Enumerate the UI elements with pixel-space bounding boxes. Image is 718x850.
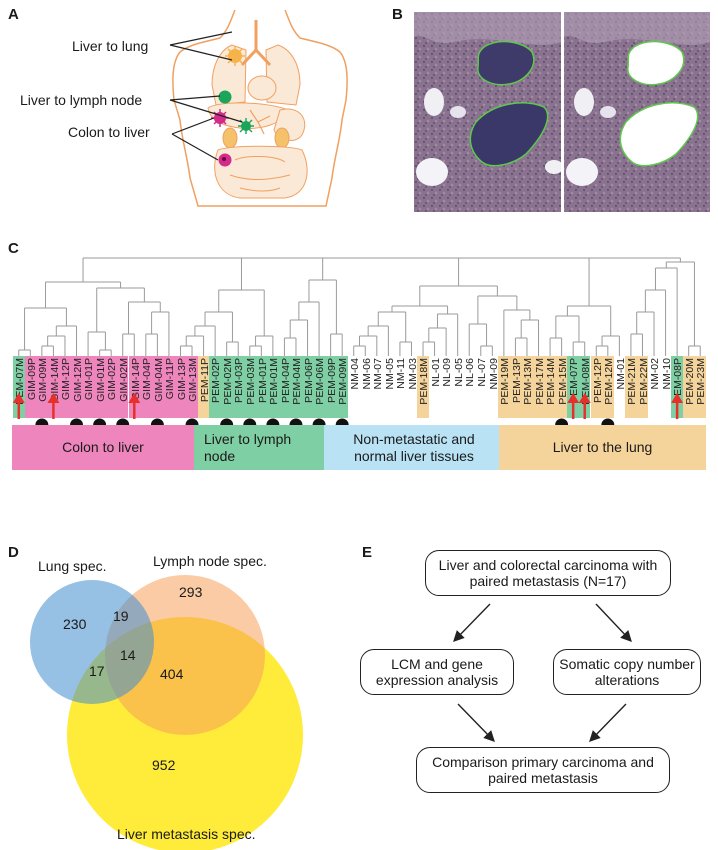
sample-gim-11p: GIM-11P [163,356,176,418]
colon-tumor-icon [218,153,232,167]
venn-circle-lung [30,580,154,704]
sample-pem-01p: PEM-01P [255,356,269,418]
lung-tumor-icon [225,46,245,66]
flow-box-cnv: Somatic copy number alterations [553,649,701,695]
sample-pem-11p: PEM-11P [197,356,211,418]
venn-count-lung-only: 230 [63,616,87,632]
sample-pem-12p: PEM-12P [590,356,604,418]
histology-left-image [414,12,563,212]
panel-a-letter: A [8,6,19,23]
dendrogram [18,257,701,356]
venn-count-lung-liver: 17 [89,663,105,679]
lymph-tumor-icon [218,90,232,104]
group-label: Non-metastatic and normal liver tissues [353,430,475,464]
sample-gim-09m: GIM-09M [36,356,49,418]
sample-pem-17m: PEM-17M [532,356,546,418]
flow-arrow-1 [453,603,491,643]
sample-pem-07m: PEM-07M [13,356,26,418]
sample-pem-09p: PEM-09P [324,356,338,418]
body-illustration [169,10,348,207]
sample-gim-12m: GIM-12M [70,356,84,418]
sample-pem-06m: PEM-06M [313,356,326,418]
sample-pem-09m: PEM-09M [336,356,349,418]
sample-gim-13m: GIM-13M [186,356,199,418]
panel-b-letter: B [392,6,403,23]
sample-gim-04p: GIM-04P [140,356,153,418]
sample-pem-13p: PEM-13P [509,356,523,418]
sample-pem-02m: PEM-02M [220,356,234,418]
flow-arrow-2 [595,603,632,643]
sample-gim-14m: GIM-14M [47,356,61,418]
flow-arrow-4 [589,703,627,743]
sample-gim-04m: GIM-04M [151,356,165,418]
sample-pem-18m: PEM-18M [417,356,430,418]
sample-gim-12p: GIM-12P [59,356,72,418]
sample-pem-04p: PEM-04P [278,356,292,418]
sample-pem-08p: PEM-08P [671,356,684,418]
liver-tumor-icon [211,109,229,127]
label-liver-to-lymph-node: Liver to lymph node [20,92,143,108]
venn-label-liver: Liver metastasis spec. [117,826,256,842]
panel-d-letter: D [8,544,19,561]
sample-pem-22m: PEM-22M [636,356,650,418]
marker-arrow-icon [567,393,580,419]
flow-arrows [453,603,632,743]
sample-gim-01p: GIM-01P [82,356,95,418]
sample-pem-19m: PEM-19M [498,356,511,418]
group-non-metastatic-and-normal-liver-tissues: Non-metastatic and normal liver tissues [324,425,499,470]
panel-e-letter: E [362,544,373,561]
sample-pem-12m: PEM-12M [602,356,615,418]
sample-pem-08m: PEM-08M [578,356,592,418]
venn-count-lymph-only: 293 [179,584,203,600]
sample-pem-01m: PEM-01M [267,356,280,418]
sample-pem-06p: PEM-06P [301,356,315,418]
label-colon-to-liver: Colon to liver [68,124,150,140]
sample-gim-01m: GIM-01M [93,356,107,418]
marker-arrow-icon [671,393,684,419]
flow-box-cohort: Liver and colorectal carcinoma with pair… [425,550,671,596]
marker-arrow-icon [12,393,25,419]
sample-gim-09p: GIM-09P [24,356,38,418]
sample-pem-13m: PEM-13M [521,356,534,418]
sample-gim-02m: GIM-02M [116,356,130,418]
venn-count-lymph-liver: 404 [160,666,184,682]
histology-right-image [564,12,710,212]
sample-gim-14p: GIM-14P [128,356,142,418]
marker-arrow-icon [578,393,591,419]
group-liver-to-lymph-node: Liver to lymph node [194,425,324,470]
sample-pem-04m: PEM-04M [290,356,303,418]
sample-pem-03m: PEM-03M [244,356,257,418]
group-liver-to-the-lung: Liver to the lung [499,425,706,470]
group-label: Colon to liver [62,439,144,455]
sample-pem-02p: PEM-02P [209,356,222,418]
flow-box-comparison: Comparison primary carcinoma and paired … [416,747,670,793]
venn-label-lymph: Lymph node spec. [153,553,267,569]
group-label: Liver to the lung [552,439,653,455]
marker-arrow-icon [128,393,141,419]
sample-pem-07p: PEM-07P [567,356,580,418]
venn-count-all-three: 14 [120,647,136,663]
flow-arrow-3 [457,703,495,743]
sample-pem-20m: PEM-20M [682,356,696,418]
panel-c-letter: C [8,240,19,257]
sample-pem-03p: PEM-03P [232,356,245,418]
venn-diagram [30,575,303,850]
sample-pem-14m: PEM-14M [544,356,557,418]
sample-gim-02p: GIM-02P [105,356,118,418]
lymph-node-tumor-icon [238,118,254,134]
sample-pem-23m: PEM-23M [694,356,707,418]
sample-pem-21m: PEM-21M [625,356,638,418]
sample-gim-13p: GIM-13P [174,356,188,418]
group-colon-to-liver: Colon to liver [12,425,194,470]
venn-count-liver-only: 952 [152,757,176,773]
flow-box-lcm: LCM and gene expression analysis [360,649,514,695]
sample-pem-15m: PEM-15M [555,356,569,418]
group-label: Liver to lymph node [204,430,292,464]
marker-arrow-icon [47,393,60,419]
venn-count-lung-lymph: 19 [113,608,129,624]
label-liver-to-lung: Liver to lung [72,38,149,54]
venn-label-lung: Lung spec. [38,558,107,574]
histology-images [414,12,710,212]
